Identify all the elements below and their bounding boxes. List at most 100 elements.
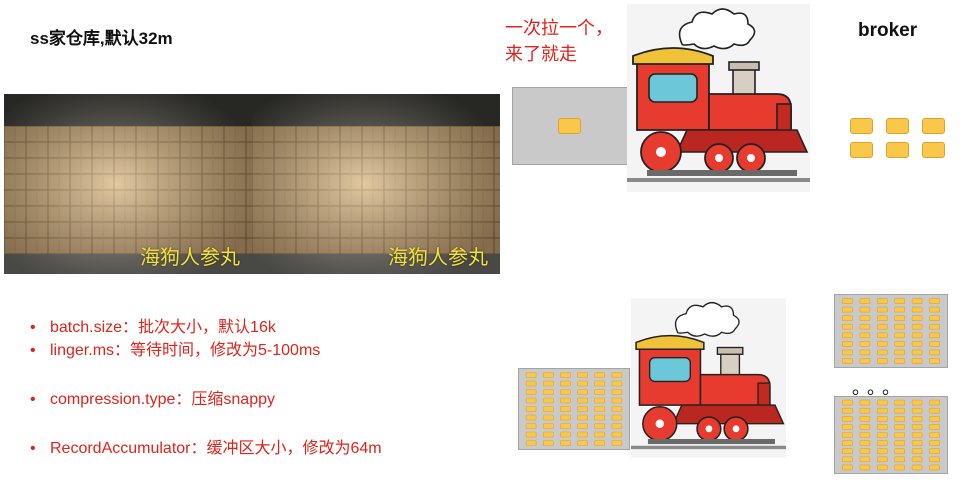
message-packet: [894, 315, 906, 322]
message-packet: [542, 414, 554, 421]
message-packet: [876, 448, 888, 455]
message-packet: [876, 340, 888, 347]
message-packet: [850, 118, 873, 134]
broker-label: broker: [858, 20, 918, 41]
message-packet: [560, 372, 571, 378]
config-bullet-list: batch.size：批次大小，默认16k linger.ms：等待时间，修改为…: [30, 316, 382, 460]
message-packet: [929, 415, 940, 422]
message-packet: [876, 332, 888, 339]
message-packet: [929, 315, 940, 322]
watermark-text: 海狗人参丸: [140, 245, 240, 269]
message-packet: [876, 456, 888, 463]
message-packet: [894, 440, 906, 446]
message-packet: [842, 298, 853, 304]
message-packet: [859, 432, 871, 438]
message-packet: [560, 423, 571, 429]
message-packet: [876, 424, 888, 430]
buffer-box-single: [512, 87, 628, 165]
message-packet: [859, 415, 871, 422]
message-packet: [611, 372, 623, 378]
message-packet: [525, 389, 537, 395]
message-packet: [929, 298, 940, 304]
message-packet: [894, 298, 906, 304]
message-packet: [911, 298, 923, 304]
message-packet: [525, 423, 537, 429]
message-packet: [611, 406, 623, 412]
message-packet: [594, 372, 605, 378]
message-packet: [560, 389, 571, 395]
message-packet: [577, 397, 588, 404]
message-packet: [894, 340, 906, 347]
message-packet: [894, 349, 906, 356]
message-packet: [842, 315, 853, 322]
message-packet: [911, 415, 923, 422]
message-packet: [842, 358, 853, 364]
message-packet: [842, 399, 853, 406]
message-packet: [850, 142, 873, 158]
message-packet: [894, 424, 906, 430]
message-packet: [859, 340, 871, 347]
message-packet: [594, 380, 605, 387]
message-packet: [929, 424, 940, 430]
message-packet: [594, 440, 605, 446]
message-packet: [894, 399, 906, 406]
message-packet: [876, 415, 888, 422]
message-packet: [929, 456, 940, 463]
message-packet: [911, 407, 923, 414]
message-packet: [525, 406, 537, 412]
message-packet: [929, 340, 940, 347]
message-packet: [922, 142, 945, 158]
message-packet: [594, 389, 605, 395]
message-packet: [525, 397, 537, 404]
train-icon: [627, 4, 810, 192]
message-packet: [577, 389, 588, 395]
message-packet: [911, 340, 923, 347]
message-packet: [929, 349, 940, 356]
broker-packets: [848, 116, 948, 160]
message-packet: [911, 464, 923, 471]
broker-batch-grid-top: [834, 294, 948, 368]
message-packet: [876, 432, 888, 438]
message-packet: [894, 456, 906, 463]
message-packet: [842, 407, 853, 414]
message-packet: [929, 332, 940, 339]
message-packet: [894, 306, 906, 313]
message-packet: [859, 332, 871, 339]
watermark-text: 海狗人参丸: [388, 245, 488, 269]
message-packet: [876, 323, 888, 330]
message-packet: [577, 380, 588, 387]
message-packet: [594, 423, 605, 429]
message-packet: [842, 456, 853, 463]
note-line-2: 来了就走: [505, 44, 577, 65]
message-packet: [894, 323, 906, 330]
bullet-linger-ms: linger.ms：等待时间，修改为5-100ms: [30, 339, 382, 362]
message-packet: [876, 407, 888, 414]
message-packet: [542, 397, 554, 404]
message-packet: [611, 423, 623, 429]
message-packet: [611, 414, 623, 421]
message-packet: [542, 440, 554, 446]
message-packet: [929, 432, 940, 438]
message-packet: [876, 399, 888, 406]
message-packet: [929, 323, 940, 330]
message-packet: [525, 372, 537, 378]
message-packet: [929, 306, 940, 313]
message-packet: [525, 431, 537, 438]
message-packet: [859, 440, 871, 446]
message-packet: [611, 431, 623, 438]
message-packet: [842, 415, 853, 422]
message-packet: [859, 448, 871, 455]
message-packet: [911, 424, 923, 430]
message-packet: [859, 358, 871, 364]
message-packet: [911, 306, 923, 313]
message-packet: [558, 118, 581, 134]
message-packet: [842, 448, 853, 455]
message-packet: [611, 380, 623, 387]
message-packet: [894, 415, 906, 422]
warehouse-photo-2: 海狗人参丸: [252, 94, 500, 274]
broker-batch-grid-bottom: [834, 396, 948, 474]
message-packet: [911, 332, 923, 339]
warehouse-photo-1: 海狗人参丸: [4, 94, 252, 274]
message-packet: [542, 431, 554, 438]
message-packet: [842, 464, 853, 471]
